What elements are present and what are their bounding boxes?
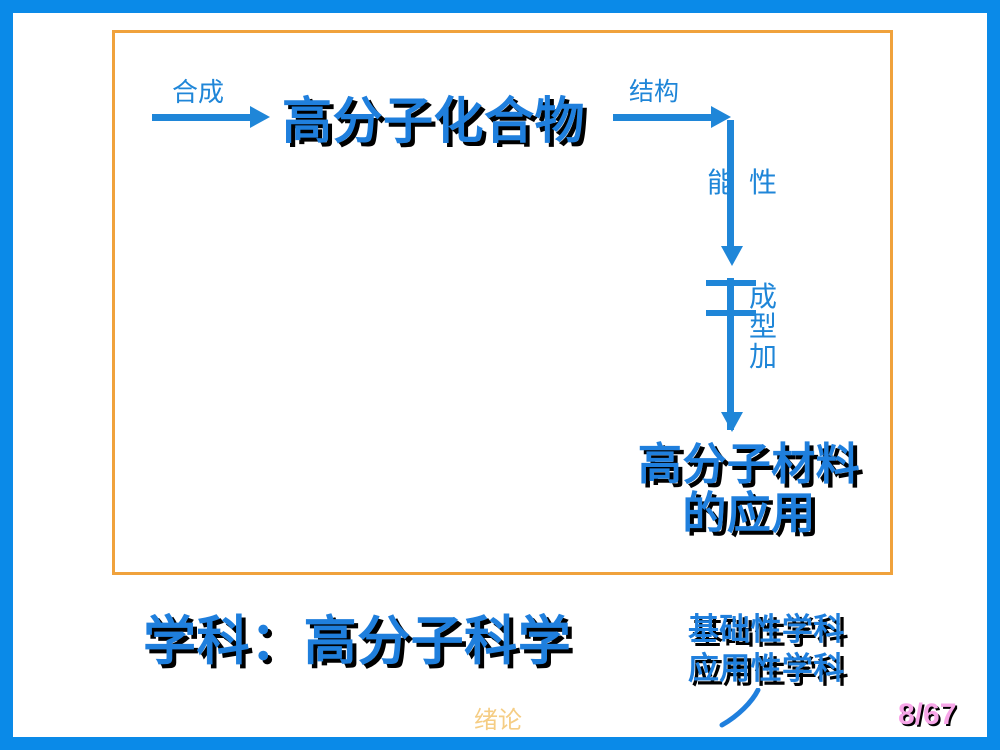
- properties-label-xing: 性: [749, 167, 778, 198]
- node-polymer-compound: 高分子化合物: [282, 93, 585, 149]
- properties-arrow-head-icon: [721, 246, 743, 266]
- pie-stroke-icon: [719, 688, 761, 728]
- processing-glyph-tick-bottom: [706, 310, 756, 316]
- slide-frame-right: [987, 0, 1000, 750]
- processing-arrow-shaft: [727, 278, 734, 430]
- node-polymer-application: 高分子材料 的应用: [637, 440, 861, 539]
- synthesis-arrow-label: 合成: [172, 77, 225, 107]
- synthesis-arrow-head-icon: [250, 106, 270, 128]
- processing-arrow-head-icon: [721, 412, 743, 432]
- structure-arrow-head-icon: [711, 106, 731, 128]
- slide-frame-bottom: [0, 737, 1000, 750]
- page-number: 8/67: [898, 698, 957, 731]
- structure-arrow-label: 结构: [629, 78, 680, 106]
- slide-frame-top: [0, 0, 1000, 13]
- properties-arrow-shaft: [727, 120, 734, 248]
- synthesis-arrow-shaft: [152, 114, 252, 121]
- structure-arrow-shaft: [613, 114, 713, 121]
- footer-chapter-label: 绪论: [474, 707, 522, 734]
- discipline-tags: 基础性学科 应用性学科: [688, 612, 845, 686]
- properties-label-neng: 能: [707, 167, 736, 198]
- diagram-container-box: [112, 30, 893, 575]
- slide-frame-left: [0, 0, 13, 750]
- discipline-title: 学科：高分子科学: [143, 612, 572, 671]
- processing-glyph-tick-top: [706, 280, 756, 286]
- processing-label-stack: 成 型 加: [749, 281, 778, 373]
